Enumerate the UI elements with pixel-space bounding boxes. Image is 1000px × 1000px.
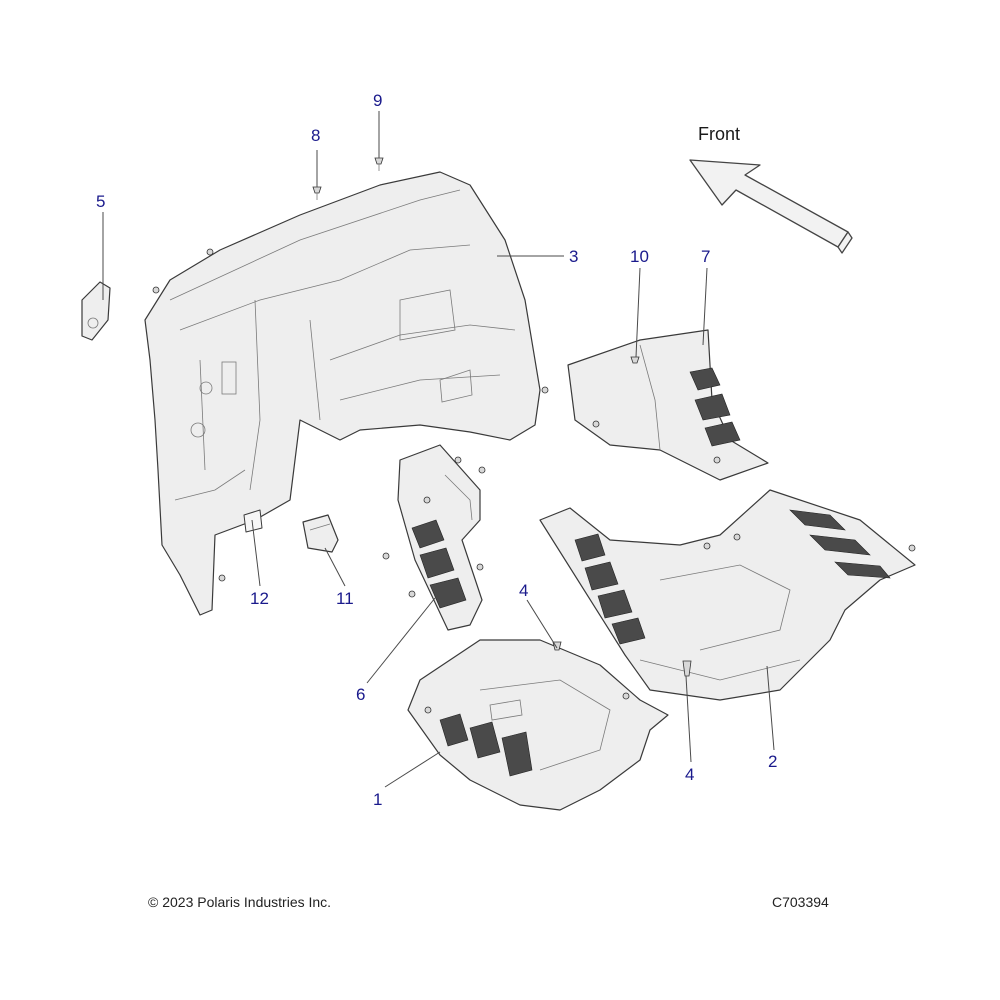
fastener-9 (374, 157, 384, 171)
callout-11: 11 (336, 589, 354, 608)
part-1-floor-pan (407, 639, 669, 811)
callout-2: 2 (768, 752, 777, 771)
part-6-side-panel (397, 444, 483, 631)
callout-3: 3 (569, 247, 578, 266)
callout-6: 6 (356, 685, 365, 704)
callout-4b: 4 (685, 765, 694, 784)
part-3-bulkhead (144, 171, 541, 616)
leader-4b (685, 675, 692, 763)
fastener-8 (312, 186, 322, 200)
callout-4a: 4 (519, 581, 528, 600)
part-7-footwell-panel (567, 329, 769, 481)
leader-10 (635, 267, 641, 358)
leader-1 (384, 751, 441, 788)
leader-7 (702, 267, 708, 346)
copyright-notice: © 2023 Polaris Industries Inc. (148, 894, 332, 910)
fasteners (152, 157, 916, 714)
front-label: Front (698, 124, 740, 144)
callout-12: 12 (250, 589, 269, 608)
callout-1: 1 (373, 790, 382, 809)
part-5-cover (81, 281, 111, 341)
front-arrow: Front (689, 124, 853, 254)
part-11-bracket (302, 514, 339, 553)
callout-7: 7 (701, 247, 710, 266)
leader-lines (102, 111, 775, 788)
callouts: 5 8 9 3 10 7 12 11 6 4 4 2 1 (96, 91, 777, 809)
part-2-floor-pan (539, 489, 916, 701)
leader-12 (251, 519, 261, 587)
callout-9: 9 (373, 91, 382, 110)
part-12-bracket (243, 509, 263, 533)
callout-8: 8 (311, 126, 320, 145)
leader-4a (526, 599, 558, 649)
callout-5: 5 (96, 192, 105, 211)
leader-6 (366, 597, 436, 684)
figure-id: C703394 (772, 894, 829, 910)
leader-2 (766, 665, 775, 751)
leader-11 (324, 547, 346, 587)
callout-10: 10 (630, 247, 649, 266)
fastener-4b (682, 660, 692, 677)
